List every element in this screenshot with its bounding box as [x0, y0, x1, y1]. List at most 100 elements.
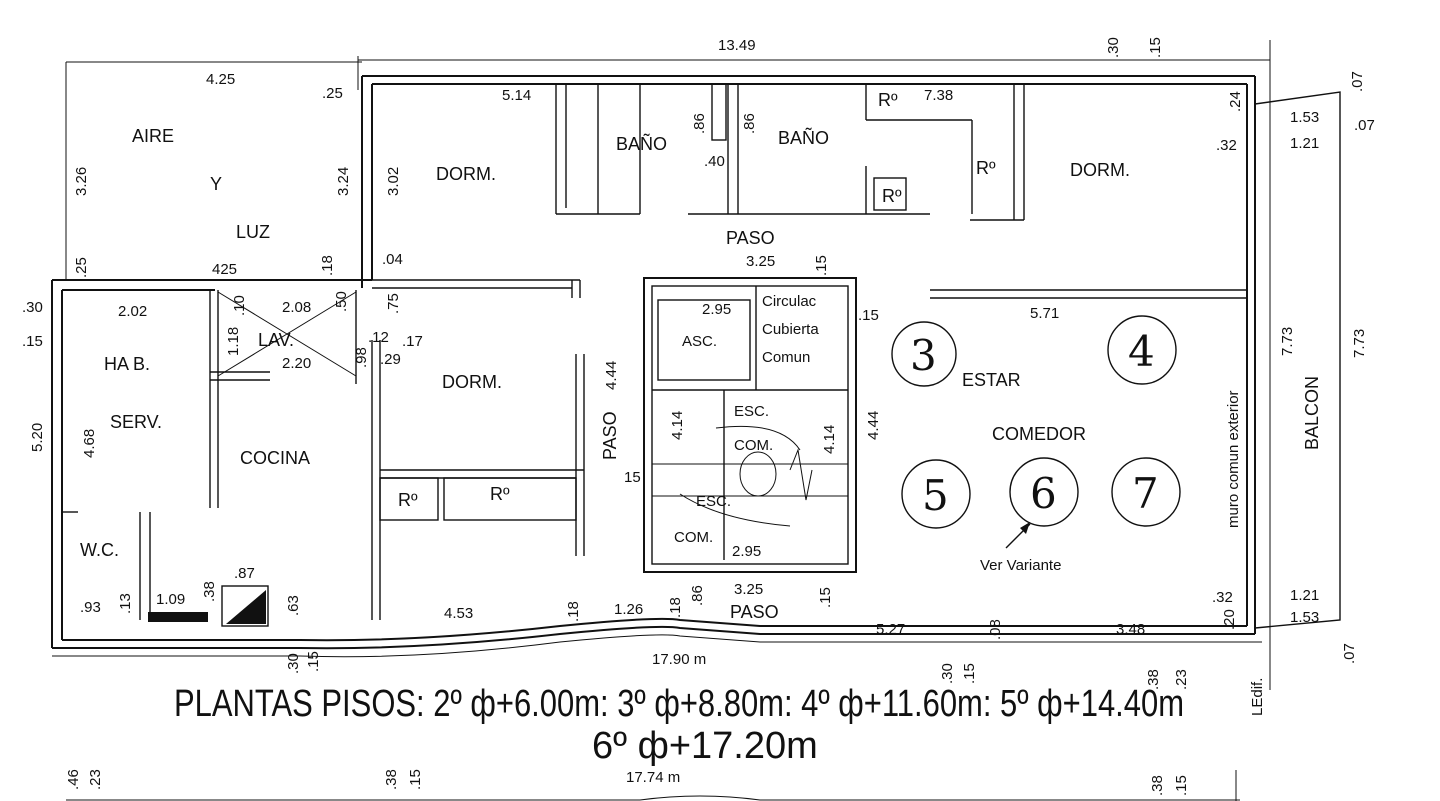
marker-5: 5 [922, 471, 949, 520]
dim-773b: 7.73 [1351, 329, 1368, 358]
room-esc-top-2: COM. [734, 437, 773, 454]
dim-07a: .07 [1349, 71, 1366, 92]
dim-326: 3.26 [73, 167, 90, 196]
room-circ-line1: Circulac [762, 293, 817, 310]
room-dorm-right: DORM. [1070, 160, 1130, 180]
dim-30a: .30 [1105, 37, 1122, 58]
room-r1: Rº [878, 90, 898, 110]
interior-walls [62, 83, 1247, 627]
dim-15h: .15 [961, 663, 978, 684]
dim-348: 3.48 [1116, 621, 1145, 638]
room-r5: Rº [490, 484, 510, 504]
outer-walls [51, 40, 1341, 690]
room-hab-line1: HA B. [104, 354, 150, 374]
dim-30b: .30 [22, 299, 43, 316]
dim-07c: .07 [1341, 643, 1358, 664]
dim-17: .17 [402, 333, 423, 350]
dim-325b: 3.25 [734, 581, 763, 598]
dim-571: 5.71 [1030, 305, 1059, 322]
marker-7: 7 [1132, 469, 1159, 518]
dim-29: .29 [380, 351, 401, 368]
room-circ-line2: Cubierta [762, 321, 819, 338]
dim-444a: 4.44 [603, 361, 620, 390]
dim-24: .24 [1227, 91, 1244, 112]
dim-25b: .25 [73, 257, 90, 278]
room-hab-line2: SERV. [110, 412, 162, 432]
dim-15e: 15 [624, 469, 641, 486]
dim-87: .87 [234, 565, 255, 582]
dim-15j: .15 [1173, 775, 1190, 796]
room-dorm-mid: DORM. [442, 372, 502, 392]
dim-468: 4.68 [81, 429, 98, 458]
dim-208: 2.08 [282, 299, 311, 316]
dim-202: 2.02 [118, 303, 147, 320]
room-lav: LAV. [258, 330, 294, 350]
dim-50: .50 [333, 291, 350, 312]
dim-773a: 7.73 [1279, 327, 1296, 356]
dim-86b: .86 [741, 113, 758, 134]
dim-23b: .23 [87, 769, 104, 790]
dim-30c: .30 [285, 653, 302, 674]
dim-18b: .18 [565, 601, 582, 622]
dim-15b: .15 [813, 255, 830, 276]
room-dorm-left-top: DORM. [436, 164, 496, 184]
dim-32b: .32 [1212, 589, 1233, 606]
dim-75: .75 [385, 293, 402, 314]
unit-markers: 3 4 5 6 7 Ver Variante [891, 315, 1181, 574]
dim-top-total: 13.49 [718, 37, 756, 54]
dim-414b: 4.14 [821, 425, 838, 454]
dim-15d: .15 [858, 307, 879, 324]
dim-86c: .86 [689, 585, 706, 606]
marker-circle-7 [1111, 457, 1181, 527]
dim-15c: .15 [22, 333, 43, 350]
dim-324: 3.24 [335, 167, 352, 196]
room-esc-bot-2: COM. [674, 529, 713, 546]
dim-23a: .23 [1173, 669, 1190, 690]
dim-444b: 4.44 [865, 411, 882, 440]
dim-453: 4.53 [444, 605, 473, 622]
dim-bottom-total: 17.90 m [652, 651, 706, 668]
marker-circle-3 [891, 321, 957, 387]
marker-6: 6 [1030, 469, 1057, 518]
label-ledif: LEdif. [1249, 678, 1266, 716]
dim-10: .10 [231, 295, 248, 316]
dim-15a: .15 [1147, 37, 1164, 58]
dim-425a: 4.25 [206, 71, 235, 88]
room-aire-line3: LUZ [236, 222, 270, 242]
plan-title: PLANTAS PISOS: 2º ф+6.00m: 3º ф+8.80m: 4… [174, 683, 1184, 767]
dim-07b: .07 [1354, 117, 1375, 134]
room-asc: ASC. [682, 333, 717, 350]
dim-32a: .32 [1216, 137, 1237, 154]
marker-circle-6 [1009, 457, 1079, 527]
dim-38b: .38 [1145, 669, 1162, 690]
dim-18c: .18 [667, 597, 684, 618]
room-esc-top-1: ESC. [734, 403, 769, 420]
label-balcon: BALCON [1302, 376, 1322, 450]
room-esc-bot-1: ESC. [696, 493, 731, 510]
dim-12: .12 [368, 329, 389, 346]
dim-121b: 1.21 [1290, 587, 1319, 604]
dim-121a: 1.21 [1290, 135, 1319, 152]
room-paso-bottom: PASO [730, 602, 779, 622]
dim-86a: .86 [691, 113, 708, 134]
marker-4: 4 [1128, 327, 1155, 376]
room-comedor: COMEDOR [992, 424, 1086, 444]
dim-46: .46 [65, 769, 82, 790]
dim-04: .04 [382, 251, 403, 268]
room-wc: W.C. [80, 540, 119, 560]
dim-153a: 1.53 [1290, 109, 1319, 126]
dim-738: 7.38 [924, 87, 953, 104]
dim-325a: 3.25 [746, 253, 775, 270]
dim-514: 5.14 [502, 87, 531, 104]
room-aire-line2: Y [210, 174, 222, 194]
dim-next-total: 17.74 m [626, 769, 680, 786]
dim-126: 1.26 [614, 601, 643, 618]
dim-414a: 4.14 [669, 411, 686, 440]
marker-circle-5 [901, 459, 971, 529]
label-muro: muro comun exterior [1225, 390, 1242, 528]
dim-63: .63 [285, 595, 302, 616]
next-plan-outline [66, 770, 1240, 801]
dim-08: .08 [987, 619, 1004, 640]
room-r4: Rº [398, 490, 418, 510]
dimension-labels: 13.49 4.25 .25 3.26 3.24 3.02 5.14 .86 .… [22, 37, 1375, 796]
